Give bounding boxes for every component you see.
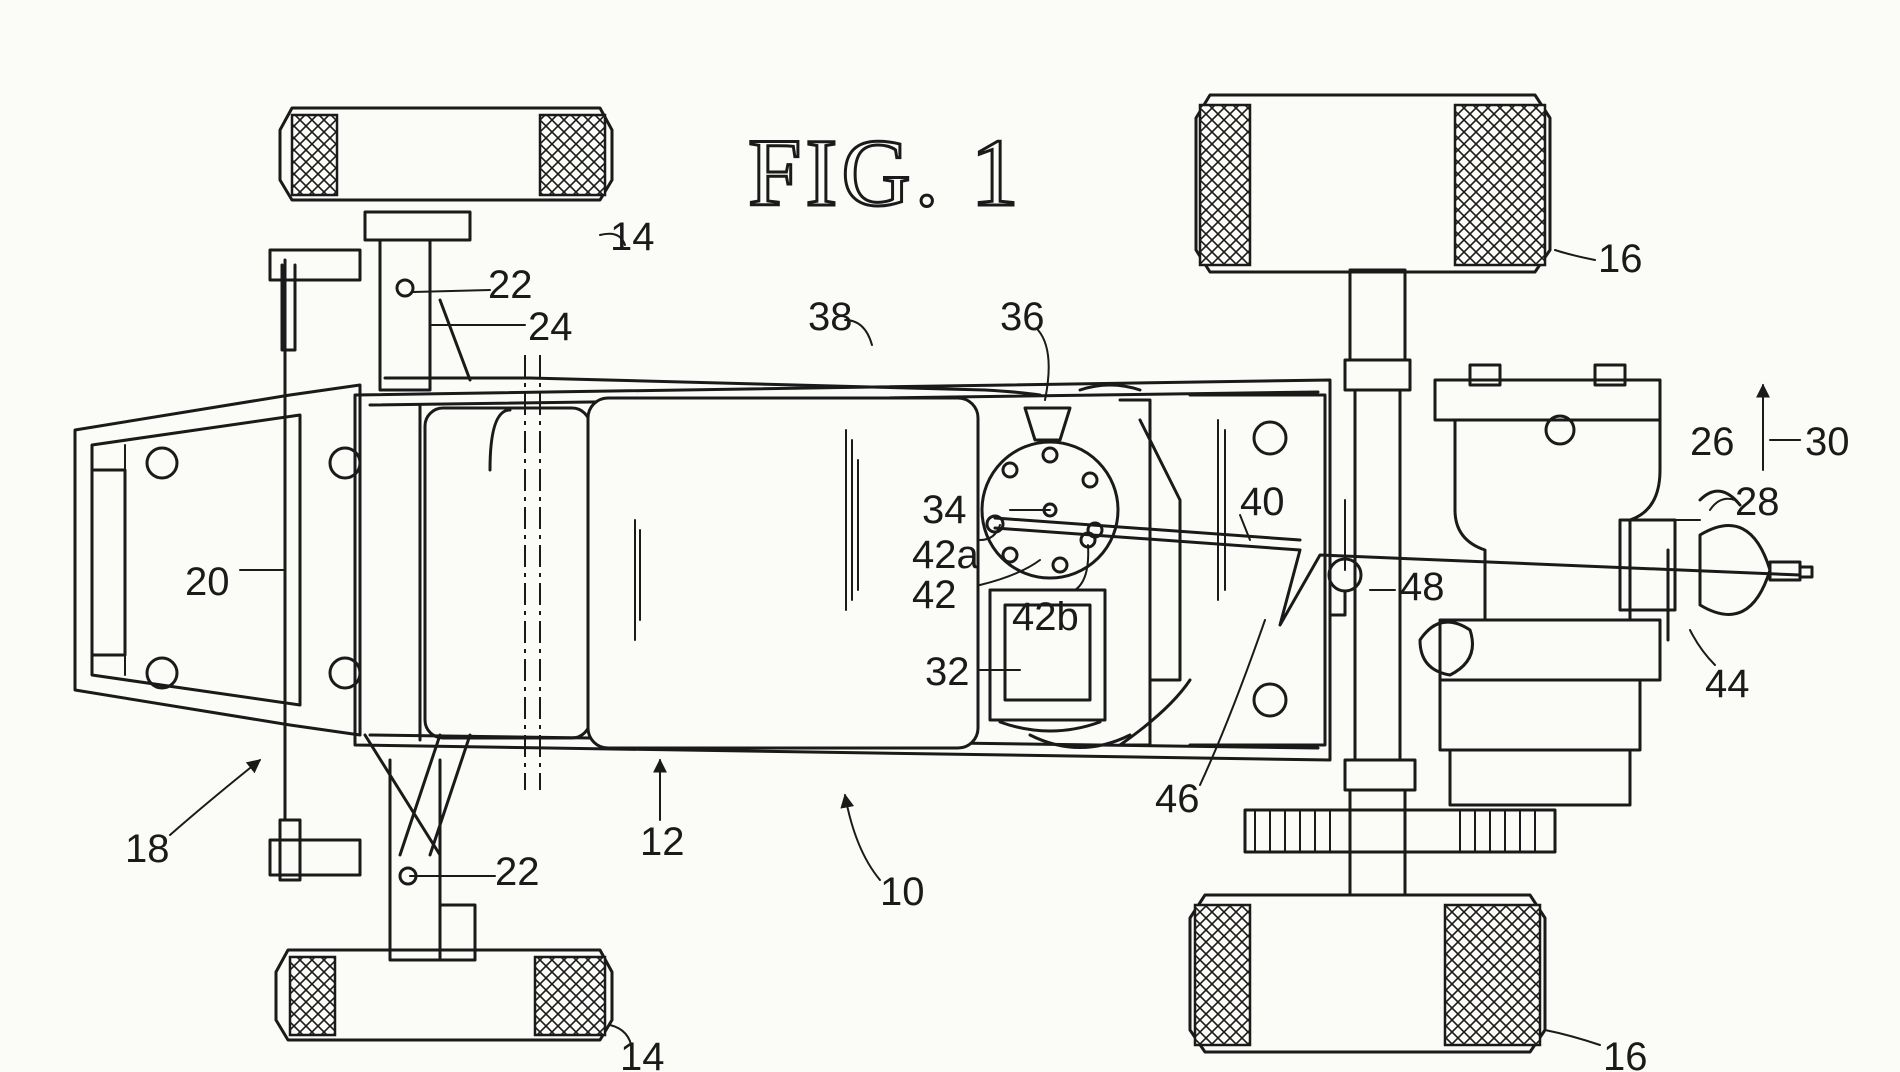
arrow-10 xyxy=(845,795,880,880)
rear-right-wheel-top xyxy=(1196,95,1550,272)
label-48: 48 xyxy=(1400,565,1445,609)
label-22-top: 22 xyxy=(488,263,533,307)
front-left-wheel-bottom xyxy=(276,950,612,1040)
label-10: 10 xyxy=(880,870,925,914)
arrow-18 xyxy=(170,760,260,835)
rear-chassis-section xyxy=(1190,395,1325,745)
label-36: 36 xyxy=(1000,295,1045,339)
label-28: 28 xyxy=(1735,480,1780,524)
engine-block xyxy=(1420,365,1675,805)
figure-title: FIG. 1 xyxy=(748,119,1023,226)
label-30: 30 xyxy=(1805,420,1850,464)
label-14-top: 14 xyxy=(610,215,655,259)
rear-right-wheel-bottom xyxy=(1190,895,1545,1052)
label-42a: 42a xyxy=(912,533,979,577)
label-22-bottom: 22 xyxy=(495,850,540,894)
label-46: 46 xyxy=(1155,777,1200,821)
motor-assembly xyxy=(982,385,1190,748)
label-34: 34 xyxy=(922,488,967,532)
label-32: 32 xyxy=(925,650,970,694)
label-12: 12 xyxy=(640,820,685,864)
label-16-top: 16 xyxy=(1598,237,1643,281)
label-26: 26 xyxy=(1690,420,1735,464)
label-40: 40 xyxy=(1240,480,1285,524)
label-20: 20 xyxy=(185,560,230,604)
bolt-hole xyxy=(147,658,177,688)
label-42: 42 xyxy=(912,573,957,617)
front-left-wheel-top xyxy=(280,108,612,200)
label-24: 24 xyxy=(528,305,573,349)
label-16-bottom: 16 xyxy=(1603,1035,1648,1072)
label-18: 18 xyxy=(125,827,170,871)
bolt-hole xyxy=(147,448,177,478)
label-38: 38 xyxy=(808,295,853,339)
label-14-bottom: 14 xyxy=(620,1035,665,1072)
label-44: 44 xyxy=(1705,662,1750,706)
label-42b: 42b xyxy=(1012,595,1079,639)
